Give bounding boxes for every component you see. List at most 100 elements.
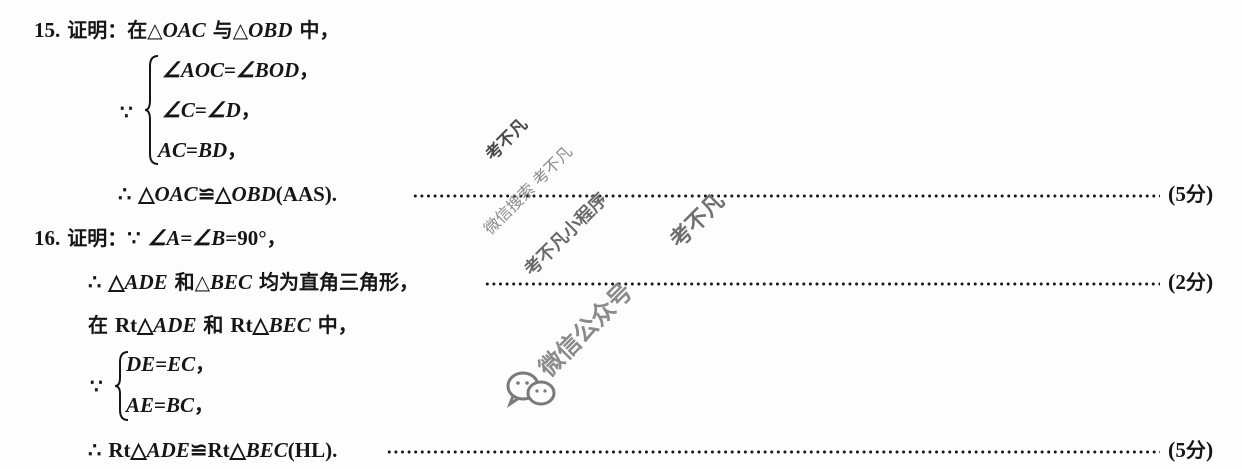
q15-therefore-symbol: ∴ [118, 182, 132, 206]
watermark-kaobufan-1: 考不凡 [481, 114, 533, 165]
q16-step1-score-open: ( [1168, 269, 1176, 294]
q16-eq1: = [180, 226, 193, 250]
q15-cond2-end: ， [240, 98, 261, 122]
q16-therefore-symbol: ∴ [88, 438, 102, 462]
q15-triangle-oac: OAC [162, 18, 206, 42]
q15-cond3-lhs: AC [158, 138, 187, 162]
q16-number: 16. [34, 226, 61, 250]
q16-step2-rt1: Rt△ [114, 313, 154, 337]
q16-because-symbol: ∵ [90, 374, 103, 398]
q15-score-unit: 分 [1185, 182, 1206, 206]
q16-step1-therefore-symbol: ∴ [88, 270, 102, 294]
q16-cond2-lhs: AE [126, 393, 155, 417]
q15-conc-end: . [331, 182, 338, 206]
q16-angle-value: 90° [237, 226, 267, 250]
q16-cond1-rhs: EC [167, 352, 196, 376]
q16-step1-tri2: BEC [210, 270, 253, 294]
q16-step1-score-unit: 分 [1185, 270, 1206, 294]
q16-reason: (HL) [287, 438, 333, 462]
q15-score: (5分) [1168, 181, 1214, 207]
q16-score-close: ) [1205, 437, 1214, 462]
q16-condition-1: DE=EC， [126, 352, 215, 376]
q15-because-symbol: ∵ [120, 100, 133, 124]
q16-cond2-rhs: BC [165, 393, 194, 417]
q16-step2-tri2: BEC [268, 313, 311, 337]
q15-cond1-end: ， [299, 58, 320, 82]
q16-score-open: ( [1168, 437, 1176, 462]
q16-step1: ∴ △ADE 和△BEC 均为直角三角形， [88, 270, 419, 294]
watermark-wechat-search: 微信搜索 考不凡 [479, 142, 577, 239]
q15-cond2-rhs: ∠D [206, 98, 241, 122]
q16-colon: ： [107, 226, 128, 250]
q16-score-unit: 分 [1185, 438, 1206, 462]
watermark-official-account: 微信公众号 [533, 277, 639, 383]
q15-colon: ： [107, 18, 128, 42]
q16-angle-a: ∠A [147, 226, 181, 250]
q15-intro-prefix: 在△ [127, 18, 163, 42]
q15-cond1-eq: = [224, 58, 236, 82]
q15-congruent-symbol: ≌ [197, 182, 216, 206]
q15-dotted-leader [412, 194, 1160, 198]
q16-conc-rt1: Rt△ [108, 438, 147, 462]
q16-eq2: = [225, 226, 238, 250]
q15-conc-tri1: OAC [154, 182, 198, 206]
wechat-logo-icon [506, 371, 556, 408]
q16-step1-and: 和△ [167, 270, 211, 294]
q16-score-value: 5 [1175, 438, 1186, 462]
q16-condition-2: AE=BC， [126, 393, 214, 417]
q16-step2-suffix: 中， [310, 313, 358, 337]
q15-conclusion: ∴ △OAC≌△OBD(AAS). [118, 182, 337, 206]
q16-step1-tri1: ADE [124, 270, 168, 294]
q15-cond2-lhs: ∠C [162, 98, 195, 122]
q15-cond3-rhs: BD [197, 138, 228, 162]
q16-angle-b: ∠B [192, 226, 226, 250]
q16-cond1-end: ， [195, 352, 216, 376]
q16-step1-score-value: 2 [1175, 270, 1186, 294]
q15-left-brace [144, 55, 159, 165]
q15-cond2-eq: = [194, 98, 207, 122]
q16-step1-score: (2分) [1168, 269, 1214, 295]
q16-conc-tri2: BEC [245, 438, 288, 462]
q16-header: 16. 证明：∵ ∠A=∠B=90°， [34, 226, 287, 250]
q15-cond3-end: ， [227, 138, 248, 162]
q16-cond2-eq: = [154, 393, 166, 417]
q15-cond3-eq: = [186, 138, 198, 162]
q16-step1-tri-prefix: △ [108, 270, 125, 294]
q16-conc-tri1: ADE [146, 438, 190, 462]
q16-step1-dotted-leader [484, 282, 1160, 286]
q15-condition-1: ∠AOC=∠BOD， [162, 58, 319, 82]
q15-condition-3: AC=BD， [158, 138, 247, 162]
q15-conc-tri2-prefix: △ [215, 182, 232, 206]
q15-cond1-rhs: ∠BOD [235, 58, 300, 82]
q15-intro-mid: 与△ [205, 18, 249, 42]
q15-proof-label: 证明 [67, 18, 108, 42]
q16-conc-rt2: Rt△ [207, 438, 246, 462]
q15-score-close: ) [1205, 181, 1214, 206]
q16-cond1-eq: = [155, 352, 168, 376]
q15-condition-2: ∠C=∠D， [162, 98, 261, 122]
q16-given-end: ， [266, 226, 287, 250]
watermark-miniprogram: 考不凡小程序 [520, 189, 612, 281]
q16-given-because-symbol: ∵ [127, 226, 141, 250]
q16-congruent-symbol: ≌ [189, 438, 208, 462]
q15-reason: (AAS) [275, 182, 332, 206]
q16-step2-rt2: Rt△ [230, 313, 269, 337]
q15-score-value: 5 [1175, 182, 1186, 206]
q15-cond1-lhs: ∠AOC [162, 58, 225, 82]
q16-conclusion: ∴ Rt△ADE≌Rt△BEC(HL). [88, 438, 337, 462]
q15-conc-tri1-prefix: △ [138, 182, 155, 206]
q15-conc-tri2: OBD [231, 182, 276, 206]
q16-step2-and: 和 [196, 313, 231, 337]
q16-step2-tri1: ADE [153, 313, 197, 337]
q16-score: (5分) [1168, 437, 1214, 463]
q16-cond1-lhs: DE [126, 352, 156, 376]
q16-step2-prefix: 在 [88, 313, 115, 337]
q15-intro-suffix: 中， [292, 18, 340, 42]
q15-number: 15. [34, 18, 61, 42]
q16-step1-text: 均为直角三角形， [252, 270, 420, 294]
q16-step2: 在 Rt△ADE 和 Rt△BEC 中， [88, 313, 358, 337]
q16-step1-score-close: ) [1205, 269, 1214, 294]
q16-proof-label: 证明 [67, 226, 108, 250]
q15-header: 15. 证明：在△OAC 与△OBD 中， [34, 18, 339, 42]
q16-dotted-leader [386, 450, 1160, 454]
